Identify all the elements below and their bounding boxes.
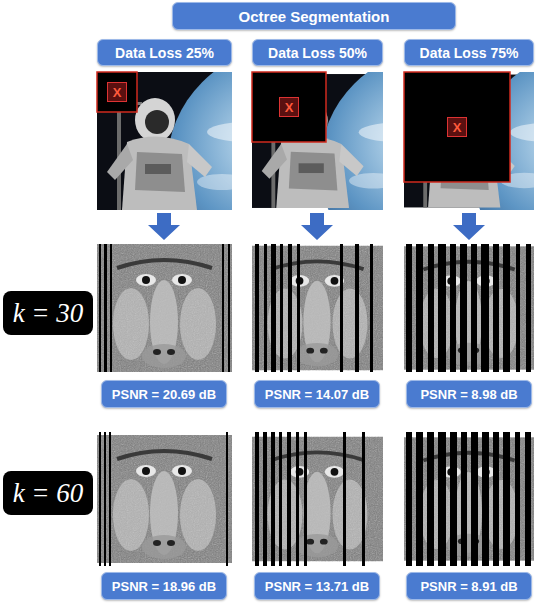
psnr-box: PSNR = 18.96 dB: [101, 572, 227, 600]
psnr-box-text: PSNR = 13.71 dB: [265, 579, 369, 594]
loss-marker-text: X: [285, 100, 294, 115]
parameter-label-text: k = 60: [13, 478, 84, 509]
title-text: Octree Segmentation: [239, 8, 390, 25]
column-header: Data Loss 50%: [252, 39, 383, 66]
psnr-box: PSNR = 14.07 dB: [254, 380, 380, 408]
parameter-label: k = 60: [3, 471, 93, 515]
psnr-box: PSNR = 8.98 dB: [406, 380, 532, 408]
psnr-box-text: PSNR = 20.69 dB: [112, 387, 216, 402]
loss-marker: X: [279, 97, 299, 117]
column-header-text: Data Loss 50%: [268, 45, 367, 61]
psnr-box-text: PSNR = 8.91 dB: [420, 579, 517, 594]
loss-marker: X: [447, 117, 467, 137]
loss-marker: X: [107, 82, 127, 102]
column-header: Data Loss 75%: [404, 39, 534, 66]
column-header-text: Data Loss 25%: [115, 45, 214, 61]
title-box: Octree Segmentation: [172, 2, 456, 30]
column-header-text: Data Loss 75%: [420, 45, 519, 61]
psnr-box: PSNR = 8.91 dB: [406, 572, 532, 600]
psnr-box-text: PSNR = 18.96 dB: [112, 579, 216, 594]
parameter-label: k = 30: [3, 291, 93, 335]
loss-marker-text: X: [453, 120, 462, 135]
psnr-box: PSNR = 13.71 dB: [254, 572, 380, 600]
parameter-label-text: k = 30: [13, 298, 84, 329]
psnr-box-text: PSNR = 14.07 dB: [265, 387, 369, 402]
psnr-box-text: PSNR = 8.98 dB: [420, 387, 517, 402]
loss-marker-text: X: [113, 85, 122, 100]
column-header: Data Loss 25%: [97, 39, 232, 66]
psnr-box: PSNR = 20.69 dB: [101, 380, 227, 408]
